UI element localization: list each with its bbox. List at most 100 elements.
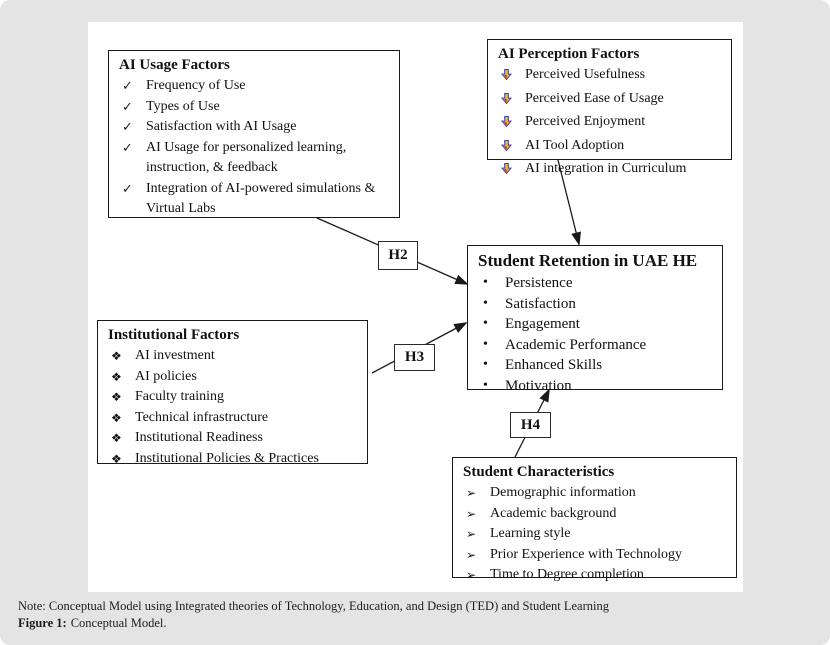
check-icon: ✓ <box>122 180 133 196</box>
box-student-retention: Student Retention in UAE HE • Persistence… <box>467 245 723 394</box>
arrowhead-usage <box>454 274 469 285</box>
list-item: ❖ AI investment <box>108 346 357 367</box>
list-item: ✓ Types of Use <box>119 97 389 118</box>
list-item-label: Satisfaction <box>505 295 576 312</box>
list-item: ❖ Institutional Policies & Practices <box>108 449 357 470</box>
arrowhead-bullet-icon: ➢ <box>466 506 477 521</box>
arrow-perception-to-retention <box>557 159 580 245</box>
list-item: ➢ Learning style <box>463 524 726 545</box>
down-arrow-icon <box>498 112 525 136</box>
list-item: • Satisfaction <box>478 294 712 315</box>
box-title: AI Perception Factors <box>498 46 640 62</box>
diamond-bullet-icon: ❖ <box>111 369 122 384</box>
down-arrow-icon <box>498 159 525 183</box>
arrowhead-perception <box>571 231 581 246</box>
list-item-label: Perceived Usefulness <box>525 67 646 82</box>
list-item: •Engagement <box>478 314 712 335</box>
list-item-label: Motivation <box>505 377 572 394</box>
list-item-label: Academic Performance <box>505 336 647 353</box>
bullet-list: ✓ Frequency of Use ✓ Types of Use ✓ Satisfa… <box>119 76 389 220</box>
list-item-label: AI policies <box>135 368 197 384</box>
dot-bullet: • <box>483 275 488 290</box>
list-item-label: AI Tool Adoption <box>525 137 625 153</box>
bullet-list: Perceived Usefulness Perceived Ease of U… <box>498 65 721 183</box>
box-student-characteristics: Student Characteristics ➢ Demographic inf… <box>452 457 737 582</box>
list-item: ➢Prior Experience with Technology <box>463 545 726 566</box>
dot-bullet: • <box>483 295 488 311</box>
box-title: Institutional Factors <box>108 327 240 343</box>
arrowhead-bullet-icon: ➢ <box>466 568 477 582</box>
list-item: ✓ AI Usage for personalized learning, ins… <box>119 138 389 179</box>
list-item: ✓ Frequency of Use <box>119 76 389 97</box>
box-ai-perception-factors: AI Perception Factors Perceived Usefulne… <box>487 39 732 176</box>
caption-note: Note: Conceptual Model using Integrated … <box>18 599 609 613</box>
list-item-label: Frequency of Use <box>146 78 246 93</box>
check-icon: ✓ <box>122 119 133 134</box>
diamond-bullet-icon: ❖ <box>111 390 122 404</box>
list-item: Perceived Ease of Usage <box>498 89 721 113</box>
down-arrow-icon <box>498 65 525 89</box>
dot-bullet: • <box>483 336 488 352</box>
list-item: • Academic Performance <box>478 335 712 356</box>
bullet-list: •Persistence •Satisfaction •Engagement •… <box>478 273 712 396</box>
down-arrow-icon <box>498 136 525 160</box>
diamond-bullet-icon: ❖ <box>111 349 122 363</box>
list-item: ➢ Time to Degree completion <box>463 565 726 586</box>
diamond-bullet-icon: ❖ <box>111 451 122 466</box>
diamond-bullet-icon: ❖ <box>111 431 122 445</box>
list-item-label: Satisfaction with AI Usage <box>146 119 297 134</box>
arrowhead-characteristics <box>539 388 550 403</box>
list-item-label: Institutional Readiness <box>135 430 263 445</box>
list-item: AI integration in Curriculum <box>498 159 721 183</box>
list-item: Perceived Usefulness <box>498 65 721 89</box>
list-item: Perceived Enjoyment <box>498 112 721 136</box>
box-title: AI Usage Factors <box>119 57 230 73</box>
list-item-label: Technical infrastructure <box>135 409 269 425</box>
list-item: ✓ Integration of AI-powered simulations &… <box>119 179 389 220</box>
check-icon: ✓ <box>122 98 133 114</box>
list-item-label: Persistence <box>505 275 573 291</box>
list-item-label: Perceived Enjoyment <box>525 114 646 129</box>
caption-figure-line: Figure 1:Conceptual Model. <box>18 615 818 632</box>
bullet-list: ➢ Demographic information ➢ Academic backg… <box>463 483 726 586</box>
arrowhead-bullet-icon: ➢ <box>466 527 477 541</box>
box-title: Student Characteristics <box>463 464 615 480</box>
list-item-label: AI Usage for personalized learning, inst… <box>146 139 347 176</box>
hypothesis-label-h4: H4 <box>510 412 551 438</box>
arrowhead-bullet-icon: ➢ <box>466 486 477 500</box>
bullet-list: ❖ AI investment ❖ AI policies ❖Faculty tra… <box>108 346 357 469</box>
hypothesis-label-h2: H2 <box>378 241 418 270</box>
list-item: • Persistence <box>478 273 712 294</box>
list-item-label: Demographic information <box>490 485 636 500</box>
list-item-label: Prior Experience with Technology <box>490 546 682 562</box>
list-item-label: Learning style <box>490 526 571 541</box>
box-title: Student Retention in UAE HE <box>478 251 698 270</box>
list-item: AI Tool Adoption <box>498 136 721 160</box>
hypothesis-label-h3: H3 <box>394 344 435 371</box>
figure-title: Conceptual Model. <box>70 616 167 630</box>
list-item-label: Academic background <box>490 505 617 521</box>
arrowhead-institutional <box>453 322 468 333</box>
list-item-label: Integration of AI-powered simulations & … <box>146 180 376 217</box>
dot-bullet: • <box>483 357 488 372</box>
list-item-label: Enhanced Skills <box>505 357 603 373</box>
list-item: ➢ Demographic information <box>463 483 726 504</box>
list-item-label: Time to Degree completion <box>490 567 644 582</box>
figure-number-label: Figure 1: <box>18 616 67 630</box>
down-arrow-icon <box>498 89 525 113</box>
list-item-label: Types of Use <box>146 98 220 114</box>
list-item-label: Engagement <box>505 316 580 332</box>
list-item-label: AI investment <box>135 348 215 363</box>
list-item: ❖ AI policies <box>108 367 357 388</box>
box-ai-usage-factors: AI Usage Factors ✓ Frequency of Use ✓ Type… <box>108 50 400 218</box>
list-item: ❖Faculty training <box>108 387 357 408</box>
check-icon: ✓ <box>122 139 133 155</box>
list-item: • Enhanced Skills <box>478 355 712 376</box>
list-item-label: Institutional Policies & Practices <box>135 450 319 466</box>
dot-bullet: • <box>483 377 488 393</box>
diagram-panel: AI Usage Factors ✓ Frequency of Use ✓ Type… <box>88 22 743 592</box>
list-item: ➢ Academic background <box>463 504 726 525</box>
diamond-bullet-icon: ❖ <box>111 410 122 425</box>
check-icon: ✓ <box>122 78 133 93</box>
